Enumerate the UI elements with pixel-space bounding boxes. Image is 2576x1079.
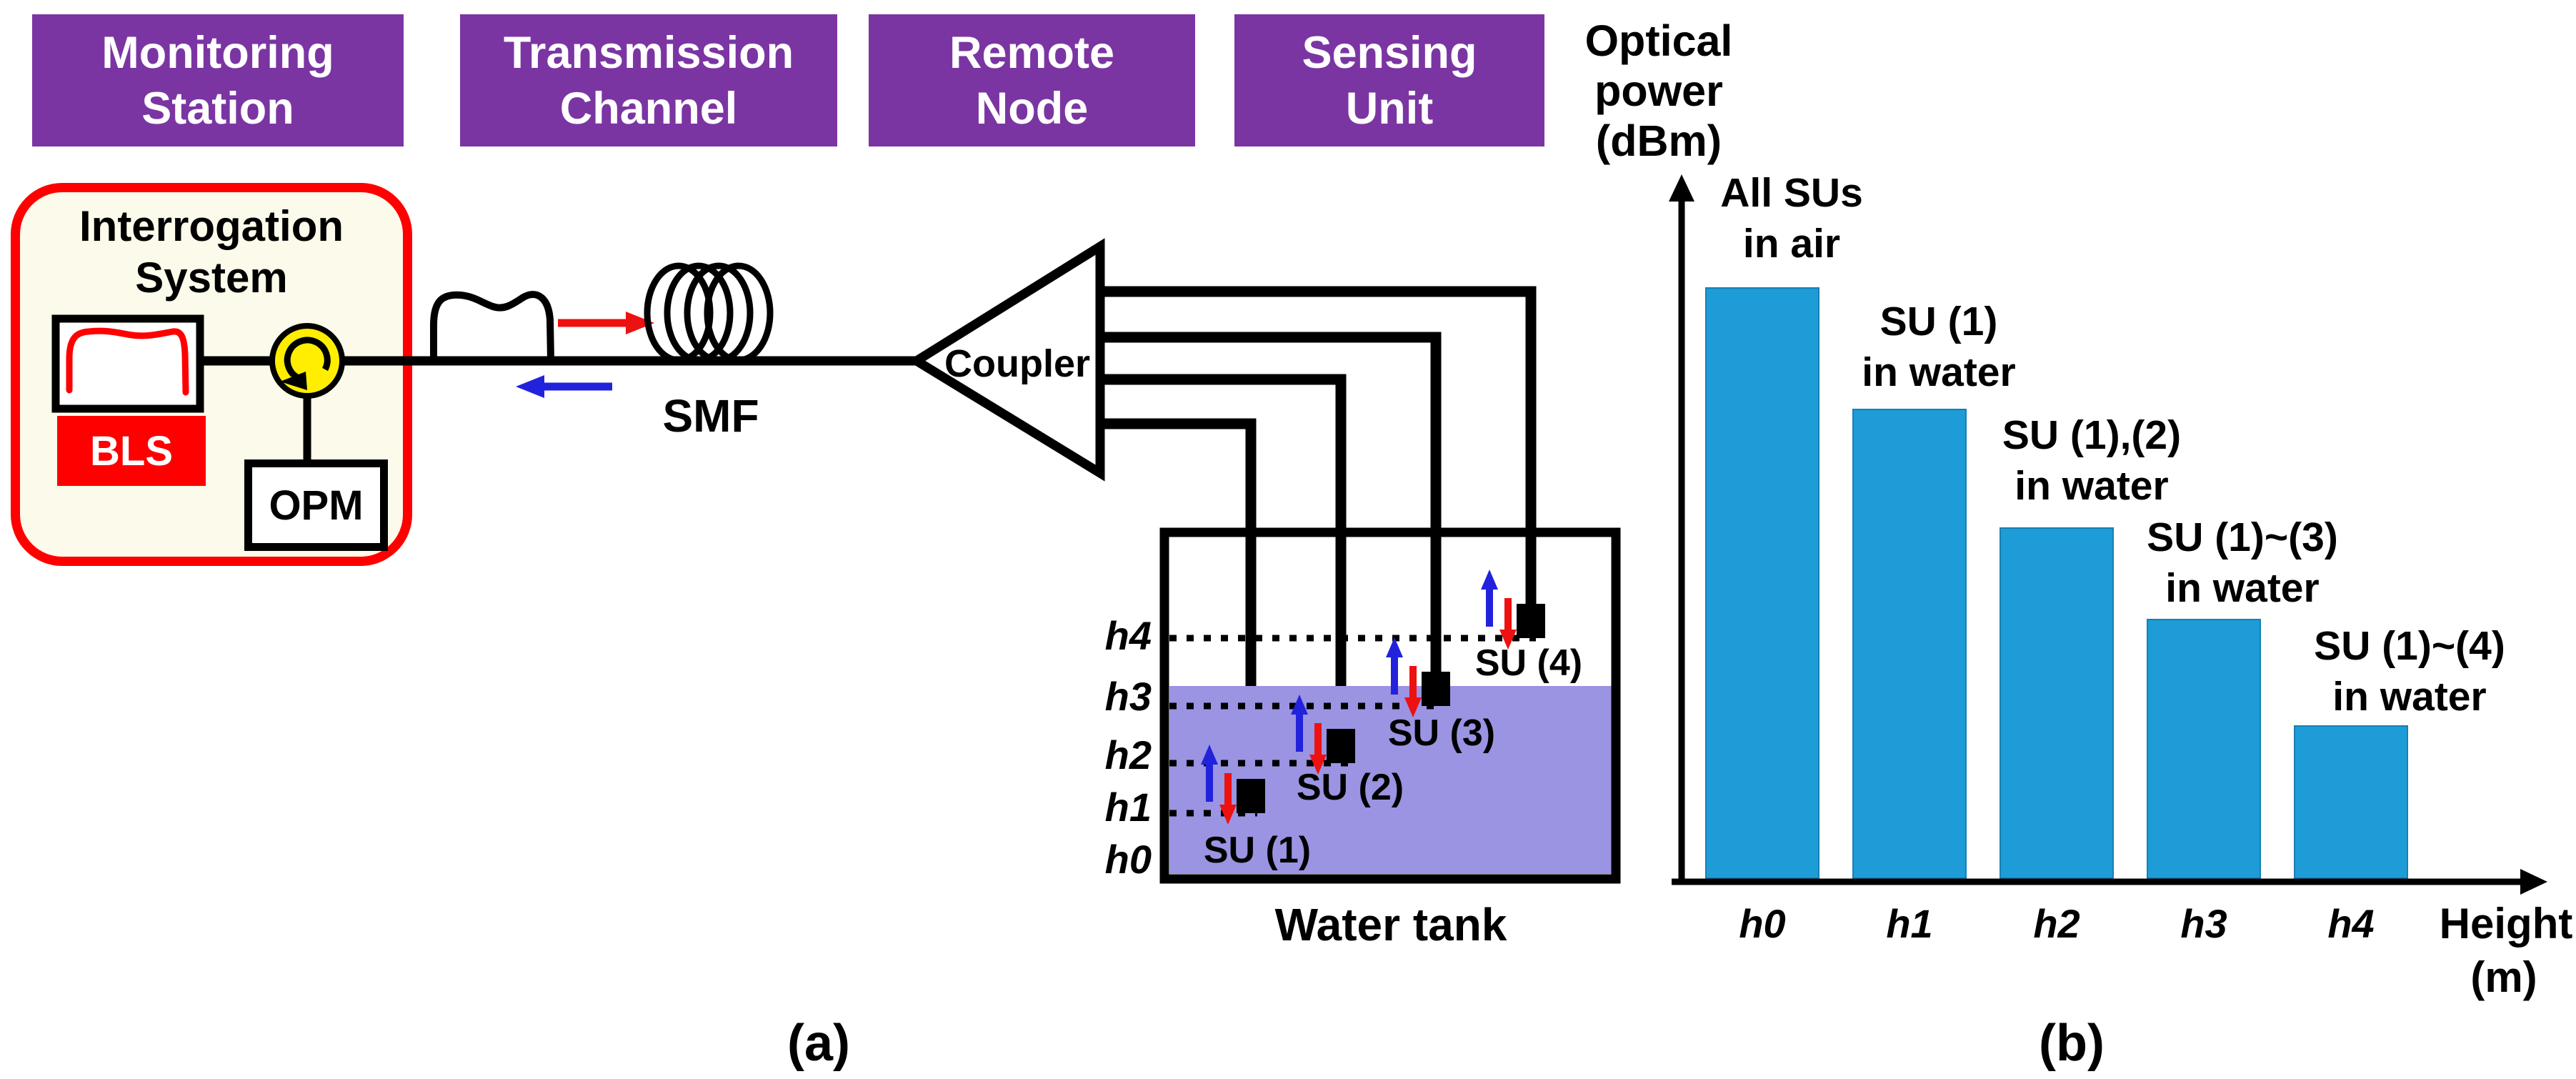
coupler-label: Coupler: [944, 342, 1090, 385]
smf-fiber-coil-icon: [644, 262, 774, 364]
chart-annotation-h3: SU (1)~(3) in water: [2092, 512, 2392, 614]
su2-label: SU (2): [1296, 767, 1404, 808]
header-box-remote-node: Remote Node: [869, 14, 1195, 146]
chart-ylabel-line: (dBm): [1595, 116, 1722, 165]
annotation-line: SU (1): [1879, 299, 1998, 344]
su2-sensor-icon: [1327, 729, 1355, 763]
fiber-to-su2: [1100, 374, 1347, 729]
annotation-line: SU (1)~(3): [2147, 514, 2338, 560]
su-signal-arrows: [1201, 570, 1517, 825]
backward-light-arrowhead: [516, 375, 544, 398]
header-box-sensing-unit: Sensing Unit: [1234, 14, 1544, 146]
annotation-line: SU (1)~(4): [2314, 623, 2505, 669]
panel-a-caption: (a): [787, 1015, 850, 1072]
interrogation-system-title: Interrogation System: [40, 201, 383, 304]
chart-y-axis-arrowhead: [1669, 174, 1694, 202]
chart-ylabel-line: power: [1594, 66, 1723, 115]
chart-ylabel: Optical power (dBm): [1516, 16, 1802, 166]
header-box-monitoring-station: Monitoring Station: [32, 14, 404, 146]
fiber-to-su3: [1100, 332, 1442, 672]
annotation-line: All SUs: [1720, 170, 1863, 216]
height-label-h3: h3: [1104, 674, 1152, 719]
bls-source-box: BLS: [57, 416, 206, 486]
bar-h3: [2147, 619, 2261, 879]
opm-meter-box: OPM: [244, 459, 388, 551]
su4-label: SU (4): [1474, 642, 1583, 684]
tick-h2: h2: [2033, 901, 2080, 946]
interrogation-title-line2: System: [135, 254, 288, 302]
water-tank-caption: Water tank: [1274, 899, 1507, 950]
bar-h0: [1705, 287, 1819, 879]
bar-h2: [2000, 527, 2114, 879]
chart-ylabel-line: Optical: [1584, 16, 1733, 65]
header-box-label-line: Channel: [559, 83, 738, 134]
annotation-line: in water: [2015, 463, 2169, 509]
su1-label: SU (1): [1203, 830, 1312, 871]
annotation-line: SU (1),(2): [2002, 412, 2182, 458]
height-label-h0: h0: [1104, 837, 1152, 882]
bar-h4: [2294, 725, 2408, 879]
height-label-h4: h4: [1104, 613, 1152, 658]
smf-label: SMF: [662, 390, 759, 442]
spectrum-hump-icon: [430, 291, 554, 364]
annotation-line: in air: [1742, 221, 1841, 267]
circulator-arrowhead-icon: [280, 372, 307, 390]
bar-h1: [1852, 409, 1967, 879]
opm-label: OPM: [269, 482, 364, 529]
tick-h4: h4: [2327, 901, 2375, 946]
tick-h0: h0: [1739, 901, 1786, 946]
chart-annotation-h0: All SUs in air: [1642, 168, 1942, 269]
circulator-arrow-icon: [284, 337, 331, 382]
tick-h1: h1: [1886, 901, 1933, 946]
circulator-icon: [269, 323, 345, 399]
su3-sensor-icon: [1422, 672, 1450, 706]
fiber-to-su1: [1100, 418, 1257, 779]
header-box-label-line: Transmission: [503, 27, 794, 78]
su4-sensor-icon: [1517, 604, 1545, 638]
annotation-line: in water: [1862, 349, 2016, 395]
fiber-to-su4: [1100, 286, 1537, 604]
coupler-triangle: [907, 238, 1105, 482]
header-box-transmission-channel: Transmission Channel: [460, 14, 837, 146]
chart-xlabel-unit: (m): [2470, 953, 2537, 1001]
bls-spectrum-curve-icon: [66, 327, 189, 396]
header-box-label-line: Station: [141, 83, 294, 134]
chart-annotation-h4: SU (1)~(4) in water: [2260, 621, 2560, 722]
height-label-h1: h1: [1104, 785, 1152, 830]
chart-annotation-h1: SU (1) in water: [1789, 297, 2089, 398]
chart-x-axis-arrowhead: [2520, 869, 2547, 895]
header-box-label-line: Sensing: [1302, 27, 1477, 78]
bls-label: BLS: [90, 427, 173, 474]
header-box-label-line: Node: [975, 83, 1089, 134]
chart-annotation-h2: SU (1),(2) in water: [1942, 410, 2242, 512]
header-box-label-line: Unit: [1345, 83, 1434, 134]
su1-sensor-icon: [1237, 779, 1265, 813]
interrogation-title-line1: Interrogation: [79, 202, 344, 250]
panel-b-caption: (b): [2039, 1015, 2105, 1072]
chart-xlabel-height: Height: [2439, 900, 2573, 948]
forward-light-arrowhead: [626, 312, 654, 334]
tick-h3: h3: [2180, 901, 2227, 946]
water-tank-outline: [1159, 527, 1621, 884]
su3-label: SU (3): [1387, 712, 1496, 754]
header-box-label-line: Remote: [949, 27, 1115, 78]
annotation-line: in water: [2332, 674, 2487, 720]
header-box-label-line: Monitoring: [101, 27, 334, 78]
annotation-line: in water: [2165, 565, 2320, 611]
height-label-h2: h2: [1104, 732, 1152, 777]
